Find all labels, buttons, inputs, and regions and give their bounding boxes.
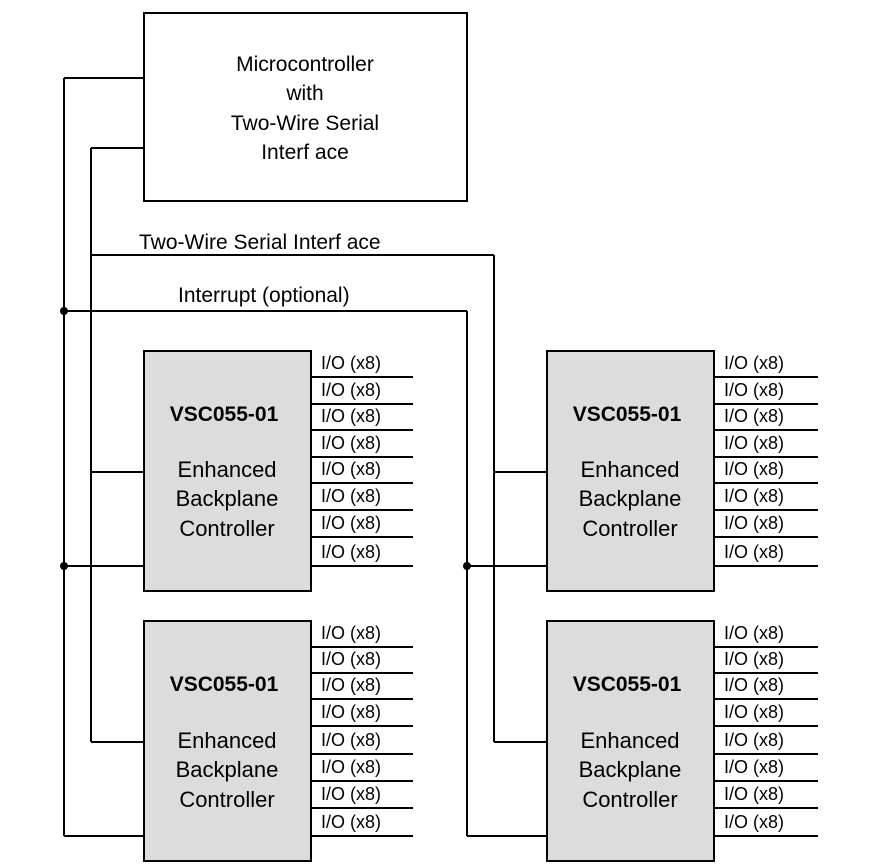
controller-desc-line-3: Controller (179, 516, 274, 541)
io-port-label: I/O (x8) (321, 649, 381, 669)
io-port-label: I/O (x8) (724, 784, 784, 804)
junction-dot (463, 562, 471, 570)
two-wire-bus-label: Two-Wire Serial Interf ace (139, 231, 381, 254)
io-port-label: I/O (x8) (321, 757, 381, 777)
io-port-list: I/O (x8) I/O (x8) I/O (x8) I/O (x8) I/O … (714, 353, 818, 567)
controller-part-number: VSC055-01 (170, 403, 279, 426)
io-port-label: I/O (x8) (321, 459, 381, 479)
controller-box (546, 350, 715, 592)
controller-block: VSC055-01 Enhanced Backplane Controller … (143, 350, 413, 592)
controller-desc-line-3: Controller (582, 516, 677, 541)
controller-block: VSC055-01 Enhanced Backplane Controller … (143, 620, 413, 862)
io-port-label: I/O (x8) (724, 353, 784, 373)
controller-desc-line-3: Controller (179, 787, 274, 812)
controller-box (143, 350, 312, 592)
io-port-list: I/O (x8) I/O (x8) I/O (x8) I/O (x8) I/O … (311, 623, 413, 837)
io-port-label: I/O (x8) (321, 486, 381, 506)
controller-desc-line-1: Enhanced (177, 728, 276, 753)
io-port-label: I/O (x8) (724, 730, 784, 750)
io-port-label: I/O (x8) (321, 406, 381, 426)
io-port-label: I/O (x8) (321, 433, 381, 453)
controller-box (546, 620, 715, 862)
controller-part-number: VSC055-01 (170, 673, 279, 696)
microcontroller-label-line-1: Microcontroller (236, 53, 374, 76)
io-port-label: I/O (x8) (321, 812, 381, 832)
io-port-label: I/O (x8) (321, 380, 381, 400)
io-port-label: I/O (x8) (321, 623, 381, 643)
controller-box (143, 620, 312, 862)
io-port-label: I/O (x8) (724, 406, 784, 426)
io-port-label: I/O (x8) (724, 459, 784, 479)
io-port-label: I/O (x8) (724, 433, 784, 453)
controller-part-number: VSC055-01 (573, 403, 682, 426)
microcontroller-label-line-4: Interf ace (261, 141, 349, 164)
controller-block: VSC055-01 Enhanced Backplane Controller … (546, 620, 818, 862)
junction-dot (60, 562, 68, 570)
io-port-label: I/O (x8) (321, 784, 381, 804)
io-port-label: I/O (x8) (724, 675, 784, 695)
io-port-label: I/O (x8) (724, 542, 784, 562)
controller-desc-line-2: Backplane (176, 486, 279, 511)
two-wire-bus: Two-Wire Serial Interf ace (90, 147, 547, 743)
io-port-label: I/O (x8) (724, 702, 784, 722)
io-port-label: I/O (x8) (321, 513, 381, 533)
io-port-label: I/O (x8) (724, 380, 784, 400)
controller-desc-line-1: Enhanced (580, 457, 679, 482)
io-port-label: I/O (x8) (724, 623, 784, 643)
controller-desc-line-1: Enhanced (177, 457, 276, 482)
io-port-label: I/O (x8) (321, 542, 381, 562)
microcontroller-label-line-2: with (285, 82, 323, 105)
microcontroller-label-line-3: Two-Wire Serial (231, 112, 379, 135)
controller-desc-line-2: Backplane (176, 757, 279, 782)
io-port-label: I/O (x8) (321, 702, 381, 722)
io-port-label: I/O (x8) (724, 513, 784, 533)
junction-dot (60, 307, 68, 315)
io-port-list: I/O (x8) I/O (x8) I/O (x8) I/O (x8) I/O … (714, 623, 818, 837)
io-port-label: I/O (x8) (321, 730, 381, 750)
controller-desc-line-2: Backplane (579, 757, 682, 782)
io-port-label: I/O (x8) (724, 486, 784, 506)
microcontroller-block: Microcontroller with Two-Wire Serial Int… (143, 12, 468, 202)
io-port-label: I/O (x8) (724, 757, 784, 777)
controller-part-number: VSC055-01 (573, 673, 682, 696)
microcontroller-box (143, 12, 468, 202)
controller-block: VSC055-01 Enhanced Backplane Controller … (546, 350, 818, 592)
io-port-list: I/O (x8) I/O (x8) I/O (x8) I/O (x8) I/O … (311, 353, 413, 567)
controller-desc-line-2: Backplane (579, 486, 682, 511)
interrupt-bus-label: Interrupt (optional) (178, 284, 350, 307)
controller-desc-line-1: Enhanced (580, 728, 679, 753)
io-port-label: I/O (x8) (724, 812, 784, 832)
io-port-label: I/O (x8) (321, 353, 381, 373)
controller-desc-line-3: Controller (582, 787, 677, 812)
io-port-label: I/O (x8) (321, 675, 381, 695)
interrupt-bus: Interrupt (optional) (60, 77, 547, 837)
io-port-label: I/O (x8) (724, 649, 784, 669)
